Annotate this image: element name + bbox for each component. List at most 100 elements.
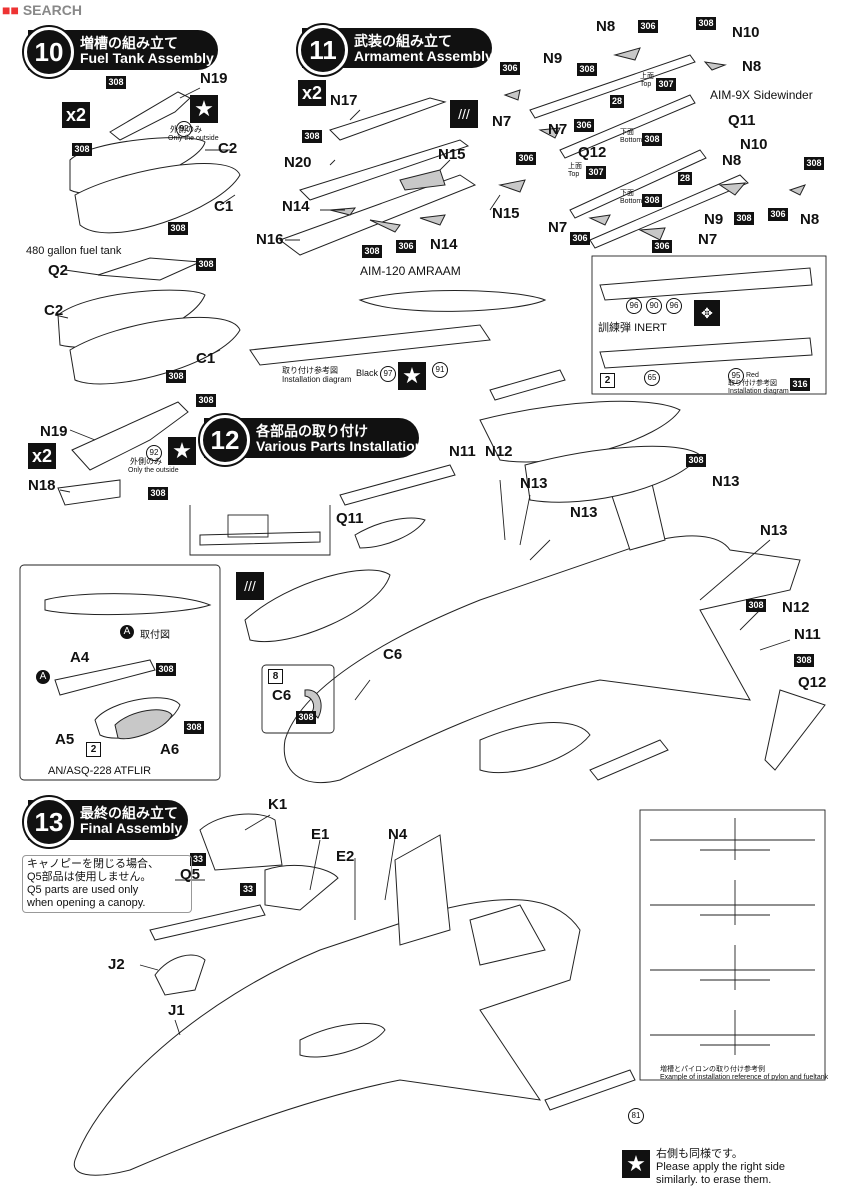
step-11-title-jp: 武装の組み立て [354,34,452,50]
part-label-n15: N15 [438,146,466,163]
top-jp: 上面 [640,73,654,80]
pylon-reference-jp: 増槽とパイロンの取り付け参考例 [660,1066,765,1073]
paint-306: 306 [652,240,672,253]
outside-only-en: Only the outside [168,135,219,142]
part-label-n14b: N14 [430,236,458,253]
part-label-q11: Q11 [728,112,756,129]
part-label-n9: N9 [543,50,563,67]
part-label-q12b: Q12 [798,674,827,691]
paint-stripe-icon: /// [236,572,264,600]
top-en-2: Top [568,171,580,178]
install-en: Installation diagram [282,375,352,384]
outside-only-jp: 外側のみ [130,457,162,466]
paint-308: 308 [184,721,204,734]
part-label-e2: E2 [336,848,355,865]
right-side-note-jp: 右側も同様です。 [656,1148,743,1160]
part-label-j2: J2 [108,956,125,973]
pylon-reference-caption: 増槽とパイロンの取り付け参考例 Example of installation … [660,1066,828,1082]
part-label-q11b: Q11 [336,510,364,527]
paint-308: 308 [196,394,216,407]
paint-306: 306 [500,62,520,75]
part-label-q12: Q12 [578,144,607,161]
quantity-badge: x2 [62,102,90,128]
paint-306: 306 [396,240,416,253]
install-jp-2: 取り付け参考図 [728,380,777,387]
step-13-header: 13 最終の組み立て Final Assembly [24,797,188,847]
step-11-number: 11 [298,25,348,75]
paint-307: 307 [656,78,676,91]
paint-33: 33 [240,883,256,896]
install-en-2: Installation diagram [728,388,789,395]
right-side-note-en-2: similarly. to erase them. [656,1174,772,1186]
red-label: Red [746,372,759,379]
callout-a-marker-2: A [36,670,50,684]
paint-308: 308 [734,212,754,225]
decal-90: 90 [646,298,662,314]
part-label-a4: A4 [70,649,90,666]
bottom-en: Bottom [620,137,643,144]
step-12-title-en: Various Parts Installation [256,438,424,454]
part-label-j1: J1 [168,1002,185,1019]
paint-308: 308 [166,370,186,383]
part-label-k1: K1 [268,796,288,813]
part-label-n12b: N12 [782,599,810,616]
part-label-c1b: C1 [196,350,216,367]
step-12-title-jp: 各部品の取り付け [256,424,368,440]
canopy-note-en-2: when opening a canopy. [27,897,146,909]
quantity-badge: x2 [28,443,56,469]
part-label-n16: N16 [256,231,284,248]
paint-308: 308 [196,258,216,271]
sidewinder-caption: AIM-9X Sidewinder [710,88,813,102]
part-label-n13d: N13 [760,522,788,539]
paint-306: 306 [768,208,788,221]
paint-308: 308 [642,194,662,207]
amraam-caption: AIM-120 AMRAAM [360,264,461,278]
part-label-n9b: N9 [704,211,724,228]
paint-308: 308 [168,222,188,235]
step-11-header: 11 武装の組み立て Armament Assembly [298,25,493,75]
pylon-reference-en: Example of installation reference of pyl… [660,1074,829,1081]
part-label-n8d: N8 [800,211,820,228]
step-12-header: 12 各部品の取り付け Various Parts Installation [200,415,423,465]
paint-306: 306 [570,232,590,245]
paint-307: 307 [586,166,606,179]
step-12-number: 12 [200,415,250,465]
part-label-q5: Q5 [180,866,201,883]
star-icon: ★ [168,437,196,465]
part-label-n15b: N15 [492,205,520,222]
star-icon: ★ [398,362,426,390]
paint-28: 28 [610,95,624,108]
paint-2: 2 [600,373,615,388]
canopy-note: キャノピーを閉じる場合、 Q5部品は使用しません。 Q5 parts are u… [22,855,192,913]
paint-308: 308 [302,130,322,143]
part-label-n8b: N8 [742,58,762,75]
black-label: Black [356,368,379,378]
paint-308: 308 [577,63,597,76]
part-label-n18: N18 [28,477,56,494]
decal-96: 96 [666,298,682,314]
step-10-title-en: Fuel Tank Assembly [80,50,214,66]
paint-308: 308 [156,663,176,676]
canopy-note-en-1: Q5 parts are used only [27,884,139,896]
install-jp: 取り付け参考図 [282,366,338,375]
part-label-n8c: N8 [722,152,742,169]
fuel-tank-caption: 480 gallon fuel tank [26,245,122,257]
decal-65: 65 [644,370,660,386]
part-label-n10: N10 [732,24,760,41]
paint-306: 306 [638,20,658,33]
paint-stripe-icon: /// [450,100,478,128]
part-label-c1: C1 [214,198,234,215]
bottom-en-2: Bottom [620,198,643,205]
part-label-n7: N7 [492,113,512,130]
paint-308: 308 [72,143,92,156]
paint-308: 308 [686,454,706,467]
canopy-note-jp-2: Q5部品は使用しません。 [27,871,152,883]
bottom-jp-2: 下面 [620,190,634,197]
part-label-n19b: N19 [40,423,68,440]
paint-308: 308 [642,133,662,146]
watermark-logo: ■■ [2,2,19,18]
paint-308: 308 [296,711,316,724]
